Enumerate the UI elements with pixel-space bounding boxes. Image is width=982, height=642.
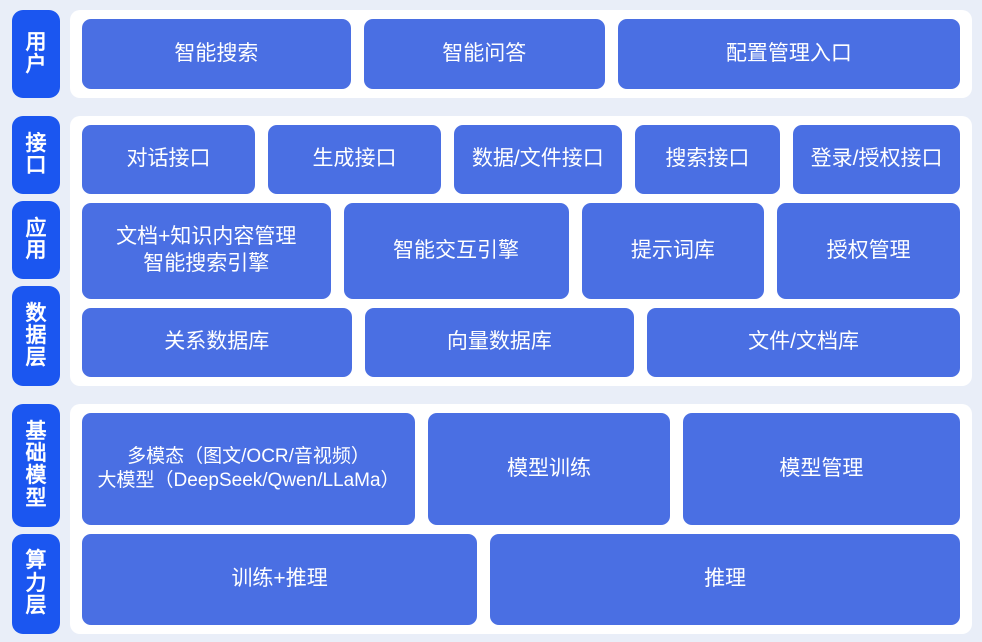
- rail-badge-application: 应用: [12, 200, 60, 279]
- box-dialog-interface[interactable]: 对话接口: [82, 125, 255, 195]
- box-generation-interface[interactable]: 生成接口: [267, 125, 441, 195]
- rail-badge-interface: 接口: [12, 116, 60, 194]
- box-relational-database[interactable]: 关系数据库: [82, 307, 352, 378]
- card-user: 智能搜索 智能问答 配置管理入口: [70, 10, 972, 98]
- box-config-management-entry[interactable]: 配置管理入口: [617, 19, 960, 89]
- card-platform: 对话接口 生成接口 数据/文件接口 搜索接口 登录/授权接口 文档+知识内容管理…: [70, 116, 972, 386]
- section-base: 基础模型 算力层 多模态（图文/OCR/音视频） 大模型（DeepSeek/Qw…: [0, 396, 982, 642]
- rail-user: 用户: [12, 10, 60, 98]
- section-platform: 接口 应用 数据层 对话接口 生成接口 数据/文件接口 搜索接口 登录/授权接口…: [0, 108, 982, 396]
- row-application: 文档+知识内容管理 智能搜索引擎 智能交互引擎 提示词库 授权管理: [82, 203, 960, 299]
- box-training-plus-inference[interactable]: 训练+推理: [82, 534, 478, 625]
- box-file-document-store[interactable]: 文件/文档库: [647, 307, 960, 378]
- box-search-interface[interactable]: 搜索接口: [634, 125, 781, 195]
- row-data-layer: 关系数据库 向量数据库 文件/文档库: [82, 307, 960, 378]
- box-multimodal-large-model[interactable]: 多模态（图文/OCR/音视频） 大模型（DeepSeek/Qwen/LLaMa）: [82, 413, 416, 526]
- row-compute-layer: 训练+推理 推理: [82, 534, 960, 625]
- box-smart-search[interactable]: 智能搜索: [82, 19, 351, 89]
- rail-badge-label: 接口: [25, 131, 47, 177]
- rail-badge-label: 应用: [25, 216, 47, 262]
- box-data-file-interface[interactable]: 数据/文件接口: [453, 125, 622, 195]
- rail-badge-foundation-model: 基础模型: [12, 404, 60, 527]
- box-authorization-management[interactable]: 授权管理: [777, 203, 960, 299]
- rail-badge-compute-layer: 算力层: [12, 533, 60, 634]
- rail-badge-user: 用户: [12, 10, 60, 98]
- box-smart-interaction-engine[interactable]: 智能交互引擎: [343, 203, 569, 299]
- rail-badge-label: 用户: [25, 30, 47, 76]
- box-document-knowledge-management[interactable]: 文档+知识内容管理 智能搜索引擎: [82, 203, 331, 299]
- rail-platform: 接口 应用 数据层: [12, 116, 60, 387]
- box-login-auth-interface[interactable]: 登录/授权接口: [793, 125, 960, 195]
- row-user-entries: 智能搜索 智能问答 配置管理入口: [82, 19, 960, 89]
- rail-base: 基础模型 算力层: [12, 404, 60, 634]
- box-vector-database[interactable]: 向量数据库: [364, 307, 635, 378]
- card-base: 多模态（图文/OCR/音视频） 大模型（DeepSeek/Qwen/LLaMa）…: [70, 404, 972, 634]
- row-foundation-model: 多模态（图文/OCR/音视频） 大模型（DeepSeek/Qwen/LLaMa）…: [82, 413, 960, 526]
- rail-badge-label: 基础模型: [25, 419, 47, 510]
- row-interface: 对话接口 生成接口 数据/文件接口 搜索接口 登录/授权接口: [82, 125, 960, 195]
- rail-badge-data-layer: 数据层: [12, 285, 60, 387]
- rail-badge-label: 数据层: [25, 301, 47, 370]
- box-prompt-library[interactable]: 提示词库: [581, 203, 765, 299]
- box-inference[interactable]: 推理: [490, 534, 960, 625]
- section-user: 用户 智能搜索 智能问答 配置管理入口: [0, 0, 982, 108]
- box-smart-qa[interactable]: 智能问答: [363, 19, 605, 89]
- box-model-training[interactable]: 模型训练: [428, 413, 670, 526]
- box-model-management[interactable]: 模型管理: [682, 413, 960, 526]
- rail-badge-label: 算力层: [25, 549, 47, 617]
